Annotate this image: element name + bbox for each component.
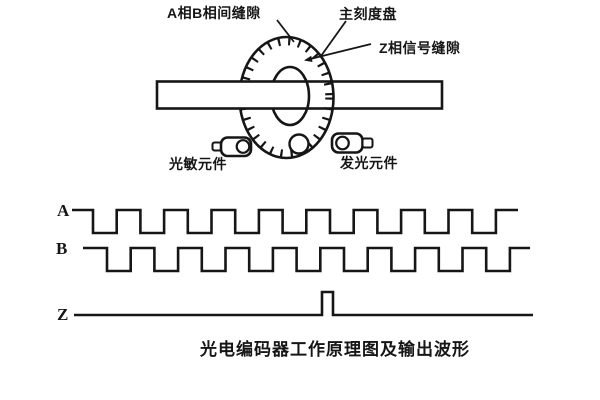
disk-front-rim (304, 80, 335, 110)
waveform-b-label: B (56, 239, 68, 258)
waveform-b (83, 246, 530, 273)
label-light-emitter: 发光元件 (340, 155, 398, 171)
shaft (155, 80, 444, 110)
waveform-a (72, 208, 518, 235)
photo-sensor-lens (235, 139, 251, 154)
leader-ab-gap (276, 19, 295, 43)
leader-z-gap (305, 43, 372, 61)
label-main-disk: 主刻度盘 (339, 6, 397, 22)
label-z-gap: Z相信号缝隙 (379, 40, 461, 56)
label-photo-sensor: 光敏元件 (169, 156, 227, 172)
label-ab-gap: A相B相间缝隙 (167, 5, 261, 21)
leader-main-disk (320, 20, 347, 57)
z-gap-mark (288, 133, 310, 155)
photo-sensor (211, 136, 253, 158)
light-emitter (330, 132, 374, 154)
waveform-a-label: A (57, 201, 70, 220)
light-emitter-pin (361, 137, 374, 149)
leader-z-gap-arrowhead (304, 55, 313, 62)
waveform-z-label: Z (57, 305, 69, 324)
waveform-z (74, 290, 533, 317)
figure-caption: 光电编码器工作原理图及输出波形 (200, 340, 470, 359)
light-emitter-lens (335, 135, 350, 151)
